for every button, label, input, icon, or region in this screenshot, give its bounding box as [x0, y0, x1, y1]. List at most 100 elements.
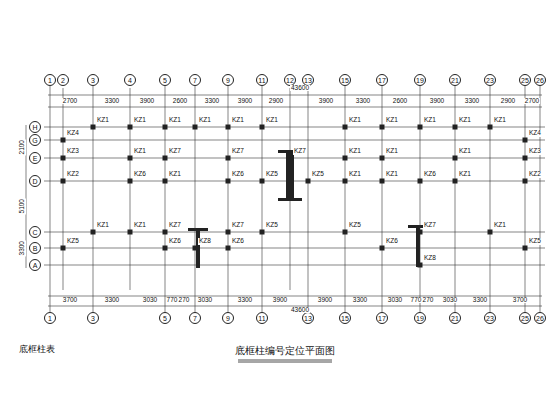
column-mark: KZ1 [96, 117, 110, 124]
dimension-lines [26, 95, 542, 306]
column-symbol [288, 156, 293, 161]
column-symbol [418, 125, 423, 130]
column-symbol [260, 230, 265, 235]
axis-bubble: 3 [87, 74, 99, 86]
column-symbol [418, 263, 423, 268]
column-symbol [523, 156, 528, 161]
column-mark: KZ1 [231, 117, 245, 124]
axis-bubble: 9 [222, 312, 234, 324]
axis-bubble: 19 [414, 74, 426, 86]
axis-number: 3 [91, 315, 95, 322]
column-mark: KZ1 [265, 117, 279, 124]
axis-line [455, 86, 456, 312]
column-mark: KZ5 [265, 222, 279, 229]
axis-number: 19 [416, 315, 424, 322]
column-mark: KZ4 [528, 130, 542, 137]
dimension-text: 3300 [204, 98, 220, 105]
axis-bubble: 17 [376, 74, 388, 86]
column-symbol [343, 125, 348, 130]
column-symbol [343, 230, 348, 235]
axis-number: 7 [193, 315, 197, 322]
drawing-title: 底框柱编号定位平面图 [235, 344, 335, 358]
dimension-text: 2900 [268, 98, 284, 105]
column-mark: KZ1 [493, 222, 507, 229]
axis-line [93, 86, 94, 312]
dimension-text: 2900 [500, 98, 516, 105]
dimension-text: 3700 [62, 297, 78, 304]
column-symbol [523, 246, 528, 251]
column-symbol [163, 246, 168, 251]
axis-number: 15 [341, 77, 349, 84]
column-symbol [128, 230, 133, 235]
column-mark: KZ1 [348, 117, 362, 124]
axis-line [262, 86, 263, 312]
axis-bubble: 11 [256, 312, 268, 324]
column-symbol [226, 230, 231, 235]
column-symbol [128, 125, 133, 130]
axis-bubble: 3 [87, 312, 99, 324]
axis-bubble: 23 [484, 312, 496, 324]
dimension-text: 3900 [272, 297, 288, 304]
column-symbol [523, 138, 528, 143]
axis-number: 17 [378, 77, 386, 84]
column-symbol [343, 179, 348, 184]
axis-bubble: 21 [449, 312, 461, 324]
axis-bubble: 5 [159, 312, 171, 324]
column-symbol [380, 125, 385, 130]
column-symbol [418, 230, 423, 235]
column-symbol [226, 156, 231, 161]
axis-bubble: H [29, 121, 41, 133]
column-mark: KZ1 [348, 148, 362, 155]
column-mark: KZ5 [265, 171, 279, 178]
axis-bubble: 2 [57, 74, 69, 86]
title-underline [238, 360, 332, 362]
axis-bubble: 25 [519, 312, 531, 324]
axis-bubble: 25 [519, 74, 531, 86]
column-symbol [163, 179, 168, 184]
axis-line [525, 86, 526, 312]
dimension-text: 3030 [442, 297, 458, 304]
column-mark: KZ1 [458, 171, 472, 178]
column-symbol [488, 125, 493, 130]
dimension-text: 3900 [429, 98, 445, 105]
column-mark: KZ2 [528, 171, 542, 178]
column-symbol [61, 179, 66, 184]
column-symbol [260, 179, 265, 184]
column-symbol [163, 156, 168, 161]
column-mark: KZ6 [133, 171, 147, 178]
axis-number: 9 [226, 315, 230, 322]
column-mark: KZ1 [133, 117, 147, 124]
axis-line [195, 86, 196, 312]
column-symbol [453, 156, 458, 161]
dimension-text: 3300 [237, 297, 253, 304]
column-mark: KZ6 [168, 238, 182, 245]
axis-number: 19 [416, 77, 424, 84]
dimension-text: 2600 [172, 98, 188, 105]
axis-number: B [33, 245, 38, 252]
axis-line [308, 86, 309, 312]
axis-bubble: D [29, 175, 41, 187]
axis-bubble: E [29, 152, 41, 164]
column-mark: KZ5 [66, 238, 80, 245]
axis-number: 1 [48, 315, 52, 322]
axis-bubble: 7 [189, 74, 201, 86]
dimension-text: 43600 [290, 85, 310, 92]
column-mark: KZ1 [96, 222, 110, 229]
axis-number: 25 [521, 315, 529, 322]
axis-bubble: 11 [256, 74, 268, 86]
axis-line [345, 86, 346, 312]
dimension-text: 3300 [104, 98, 120, 105]
axis-number: 2 [61, 77, 65, 84]
dimension-text: 2700 [62, 98, 78, 105]
axis-number: 26 [536, 315, 544, 322]
dimension-text: 3900 [317, 297, 333, 304]
axis-bubble: 13 [302, 312, 314, 324]
column-symbol [91, 125, 96, 130]
dimension-text: 3900 [318, 98, 334, 105]
axis-lines [44, 88, 545, 290]
axis-bubble: A [29, 259, 41, 271]
axis-bubble: 15 [339, 312, 351, 324]
column-symbol [380, 246, 385, 251]
axis-bubble: 1 [44, 74, 56, 86]
column-mark: KZ3 [66, 148, 80, 155]
